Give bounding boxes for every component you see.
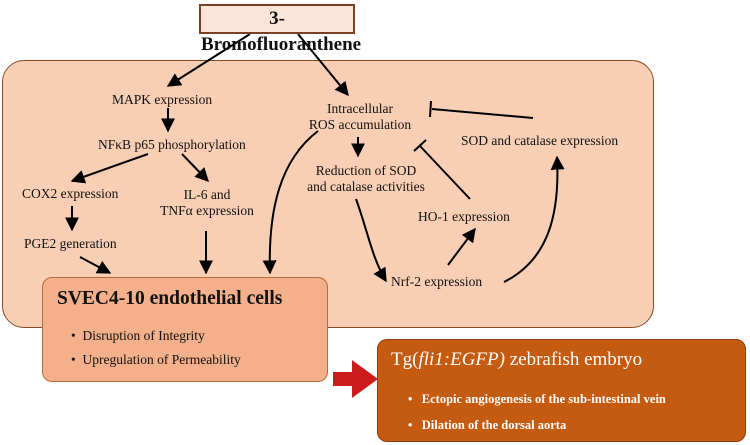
node-il6-line2: TNFα expression: [160, 203, 254, 218]
bullet-dot: •: [408, 418, 413, 432]
arrow-pge2-to-svec: [79, 256, 112, 274]
node-ros-line1: Intracellular: [327, 101, 393, 116]
bullet-dot: •: [71, 328, 76, 343]
inhibit-ho1-to-ros: [419, 145, 471, 200]
inhibit-sod-to-ros: [431, 108, 534, 119]
zebrafish-box: Tg(fli1:EGFP) zebrafish embryo • Ectopic…: [377, 339, 746, 442]
inhibit-ho1-to-ros-bar: [413, 139, 427, 152]
node-nfkb: NFκB p65 phosphorylation: [98, 137, 246, 152]
zebrafish-title-suffix: zebrafish embryo: [504, 349, 643, 370]
svec-box: SVEC4-10 endothelial cells • Disruption …: [42, 277, 328, 382]
zebrafish-title-italic: fli1:EGFP): [418, 349, 505, 370]
arrow-nfkb-to-il6: [181, 153, 209, 183]
svec-bullet-2-text: Upregulation of Permeability: [82, 352, 241, 367]
compound-title: 3-Bromofluoranthene: [199, 4, 361, 55]
node-ros-line2: ROS accumulation: [308, 117, 412, 132]
node-reduction: Reduction of SOD and catalase activities: [296, 163, 436, 195]
bullet-dot: •: [408, 392, 413, 406]
node-pge2: PGE2 generation: [24, 236, 117, 251]
svec-title: SVEC4-10 endothelial cells: [57, 288, 283, 309]
zebrafish-bullet-1: • Ectopic angiogenesis of the sub-intest…: [408, 392, 666, 407]
node-cox2: COX2 expression: [22, 186, 119, 201]
svec-bullet-1: • Disruption of Integrity: [71, 328, 205, 344]
zebrafish-bullet-1-text: Ectopic angiogenesis of the sub-intestin…: [421, 392, 666, 406]
node-sod-expression: SOD and catalase expression: [461, 133, 619, 148]
svec-bullet-2: • Upregulation of Permeability: [71, 352, 241, 368]
node-mapk: MAPK expression: [112, 92, 213, 107]
node-reduction-line1: Reduction of SOD: [315, 163, 417, 178]
node-ros: Intracellular ROS accumulation: [294, 101, 426, 133]
node-nrf2: Nrf-2 expression: [391, 274, 483, 289]
node-reduction-line2: and catalase activities: [307, 179, 425, 194]
arrow-nfkb-to-cox2: [70, 153, 149, 184]
zebrafish-bullet-2-text: Dilation of the dorsal aorta: [421, 418, 567, 432]
zebrafish-title: Tg(fli1:EGFP) zebrafish embryo: [391, 349, 642, 371]
arrow-nrf2-to-sod: [503, 155, 565, 283]
arrow-reduction-to-nrf2: [355, 198, 387, 283]
arrow-title-to-mapk: [166, 33, 251, 87]
zebrafish-title-prefix: Tg(: [391, 349, 419, 370]
inhibit-sod-to-ros-bar: [429, 100, 432, 118]
arrow-ros-to-svec: [262, 130, 319, 275]
zebrafish-bullet-2: • Dilation of the dorsal aorta: [408, 418, 566, 433]
arrow-title-to-ros: [297, 33, 349, 97]
arrow-nrf2-to-ho1: [447, 227, 476, 266]
node-il6-line1: IL-6 and: [183, 187, 231, 202]
node-il6: IL-6 and TNFα expression: [148, 187, 266, 219]
svec-bullet-1-text: Disruption of Integrity: [82, 328, 205, 343]
big-red-arrow: [333, 360, 378, 398]
node-ho1: HO-1 expression: [418, 209, 510, 224]
bullet-dot: •: [71, 352, 76, 367]
